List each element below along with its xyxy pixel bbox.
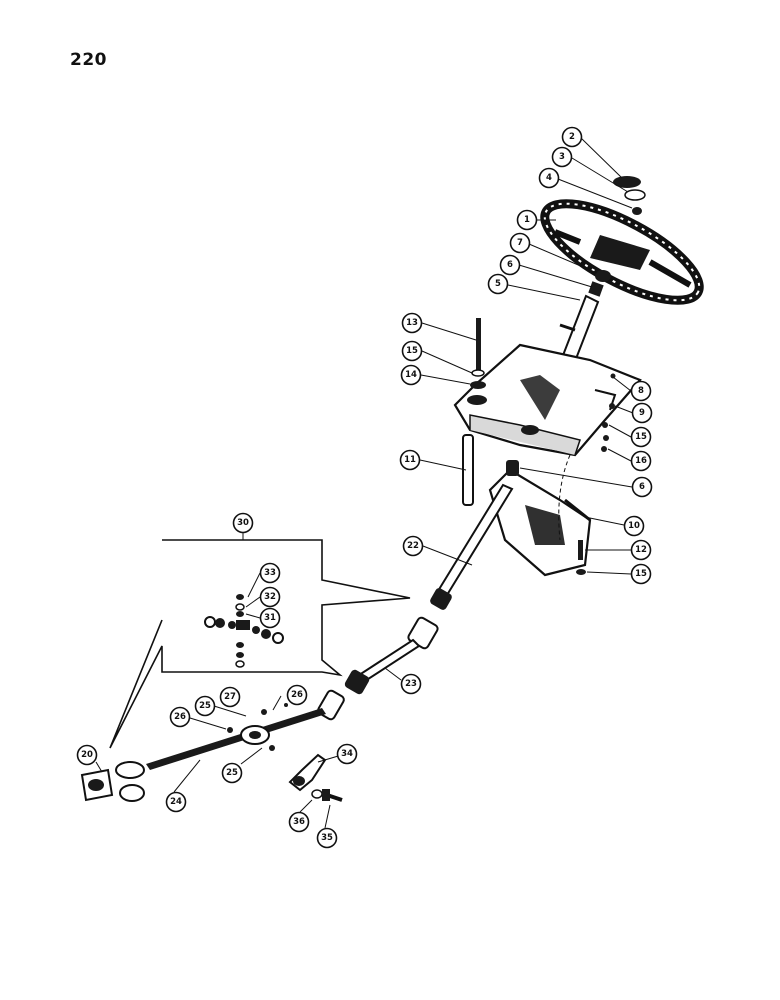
- callout-24: 24: [165, 791, 187, 813]
- callout-15-left-label: 15: [406, 346, 418, 356]
- lower-steering-shaft: [146, 689, 345, 770]
- callout-15-left: 15: [401, 340, 423, 362]
- column-lower-bracket: [488, 468, 592, 577]
- callout-6-lower: 6: [631, 476, 653, 498]
- steering-wheel: [540, 199, 704, 305]
- horn-button: [613, 176, 646, 215]
- steering-nut: [588, 270, 611, 297]
- callout-25-upper: 25: [194, 695, 216, 717]
- callout-14-label: 14: [405, 370, 417, 380]
- callout-1-label: 1: [524, 215, 530, 225]
- callout-3: 3: [551, 146, 573, 168]
- callout-11-label: 11: [404, 455, 416, 465]
- mounting-bolt-long: [470, 318, 486, 389]
- callout-31-label: 31: [264, 613, 276, 623]
- callout-12-label: 12: [635, 545, 647, 555]
- small-fasteners: [576, 373, 616, 575]
- callout-35-label: 35: [321, 833, 333, 843]
- callout-7: 7: [509, 232, 531, 254]
- callout-16: 16: [630, 450, 652, 472]
- callout-14: 14: [400, 364, 422, 386]
- callout-15-right-upper: 15: [630, 426, 652, 448]
- spacer-tube: [462, 434, 474, 506]
- lower-intermediate-shaft: [344, 616, 439, 695]
- column-support-bracket: [453, 343, 642, 457]
- callout-36-label: 36: [293, 817, 305, 827]
- callout-32: 32: [259, 586, 281, 608]
- callout-15-right-lower-label: 15: [635, 569, 647, 579]
- callout-20: 20: [76, 744, 98, 766]
- callout-1: 1: [516, 209, 538, 231]
- callout-10-label: 10: [628, 521, 640, 531]
- callout-7-label: 7: [517, 238, 523, 248]
- callout-4: 4: [538, 167, 560, 189]
- callout-26-left: 26: [169, 706, 191, 728]
- callout-10: 10: [623, 515, 645, 537]
- callout-6-upper-label: 6: [507, 260, 513, 270]
- callout-34-label: 34: [341, 749, 353, 759]
- callout-20-label: 20: [81, 750, 93, 760]
- callout-22-label: 22: [407, 541, 419, 551]
- callout-34: 34: [336, 743, 358, 765]
- callout-24-label: 24: [170, 797, 182, 807]
- callout-22: 22: [402, 535, 424, 557]
- callout-13: 13: [401, 312, 423, 334]
- cross-and-bearings: [204, 594, 284, 668]
- callout-6-upper: 6: [499, 254, 521, 276]
- callout-3-label: 3: [559, 152, 565, 162]
- callout-25-lower: 25: [221, 762, 243, 784]
- bushing: [506, 460, 519, 476]
- page-number: 220: [70, 50, 107, 70]
- callout-5-label: 5: [495, 279, 501, 289]
- callout-2-label: 2: [569, 132, 575, 142]
- callout-25-upper-label: 25: [199, 701, 211, 711]
- leader-lines: [173, 137, 634, 793]
- callout-23-label: 23: [405, 679, 417, 689]
- callout-13-label: 13: [406, 318, 418, 328]
- callout-26-right: 26: [286, 684, 308, 706]
- inset-universal-joint-kit: [109, 523, 411, 749]
- callout-33: 33: [259, 562, 281, 584]
- callout-25-lower-label: 25: [226, 768, 238, 778]
- callout-26-right-label: 26: [291, 690, 303, 700]
- callout-8-label: 8: [638, 386, 644, 396]
- callout-27: 27: [219, 686, 241, 708]
- callout-5: 5: [487, 273, 509, 295]
- callout-2: 2: [561, 126, 583, 148]
- callout-8: 8: [630, 380, 652, 402]
- callout-23: 23: [400, 673, 422, 695]
- callout-9-label: 9: [639, 408, 645, 418]
- callout-4-label: 4: [546, 173, 552, 183]
- callout-33-label: 33: [264, 568, 276, 578]
- upper-intermediate-shaft: [430, 483, 514, 610]
- callout-30: 30: [232, 512, 254, 534]
- callout-31: 31: [259, 607, 281, 629]
- callout-15-right-lower: 15: [630, 563, 652, 585]
- callout-30-label: 30: [237, 518, 249, 528]
- callout-36: 36: [288, 811, 310, 833]
- callout-12: 12: [630, 539, 652, 561]
- callout-26-left-label: 26: [174, 712, 186, 722]
- steering-arm: [288, 753, 343, 802]
- universal-joint-yoke: [80, 761, 145, 802]
- callout-15-right-upper-label: 15: [635, 432, 647, 442]
- callout-16-label: 16: [635, 456, 647, 466]
- callout-11: 11: [399, 449, 421, 471]
- callout-35: 35: [316, 827, 338, 849]
- callout-6-lower-label: 6: [639, 482, 645, 492]
- callout-32-label: 32: [264, 592, 276, 602]
- callout-9: 9: [631, 402, 653, 424]
- callout-27-label: 27: [224, 692, 236, 702]
